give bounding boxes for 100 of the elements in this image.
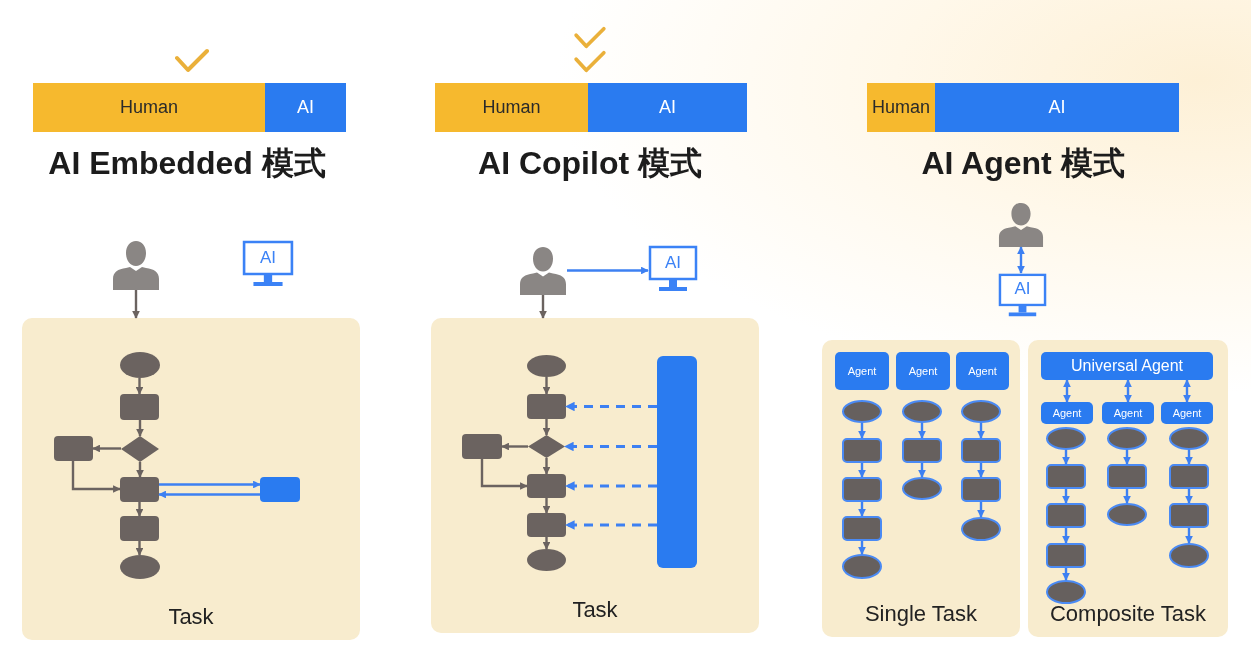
process-box xyxy=(961,477,1001,502)
task-panel xyxy=(1028,340,1228,637)
process-box xyxy=(1046,543,1086,568)
share-bar-segment: AI xyxy=(588,83,747,132)
panel-caption: Task xyxy=(167,604,215,630)
person-icon xyxy=(519,246,567,295)
terminal-ellipse xyxy=(120,352,160,378)
arrow xyxy=(1123,450,1131,465)
decision-diamond xyxy=(121,436,159,462)
arrow xyxy=(567,266,649,275)
panel-caption: Composite Task xyxy=(1048,601,1208,627)
arrow xyxy=(132,290,140,319)
arrow xyxy=(977,502,985,518)
arrow xyxy=(858,463,866,478)
arrow xyxy=(918,463,926,478)
process-box xyxy=(1046,503,1086,528)
process-box xyxy=(961,438,1001,463)
dashed-arrow xyxy=(565,481,657,491)
process-box xyxy=(527,474,566,498)
arrow xyxy=(1185,528,1193,544)
arrow xyxy=(480,459,528,490)
share-bar-segment: AI xyxy=(265,83,346,132)
arrow xyxy=(542,498,551,514)
person-icon xyxy=(112,240,160,290)
mode-title: AI Embedded 模式 xyxy=(48,144,326,183)
process-box xyxy=(842,477,882,502)
process-box xyxy=(120,516,159,541)
arrow xyxy=(159,480,261,489)
arrow xyxy=(542,537,551,550)
process-box xyxy=(1046,464,1086,489)
share-bar-segment: AI xyxy=(935,83,1179,132)
terminal-ellipse xyxy=(1169,543,1209,568)
arrow xyxy=(92,444,121,453)
agent-box: Agent xyxy=(1102,402,1154,424)
dashed-arrow xyxy=(565,520,657,530)
process-box xyxy=(842,516,882,541)
decision-diamond xyxy=(528,435,565,458)
terminal-ellipse xyxy=(1169,427,1209,450)
process-box xyxy=(54,436,93,461)
arrow xyxy=(158,490,260,499)
agent-box: Agent xyxy=(1161,402,1213,424)
terminal-ellipse xyxy=(1107,427,1147,450)
arrow xyxy=(1123,489,1131,504)
process-box xyxy=(260,477,300,502)
arrow xyxy=(858,502,866,517)
process-box xyxy=(1107,464,1147,489)
terminal-ellipse xyxy=(842,554,882,579)
agent-box: Agent xyxy=(1041,402,1093,424)
process-box xyxy=(120,394,159,420)
dashed-arrow xyxy=(565,401,657,412)
terminal-ellipse xyxy=(842,400,882,423)
arrow xyxy=(977,423,985,439)
terminal-ellipse xyxy=(527,549,566,571)
arrow xyxy=(1185,450,1193,465)
terminal-ellipse xyxy=(527,355,566,377)
arrow xyxy=(542,377,551,395)
arrow xyxy=(136,420,144,437)
agent-box: Agent xyxy=(835,352,889,390)
arrow xyxy=(1063,379,1071,403)
arrow xyxy=(1062,450,1070,465)
arrow xyxy=(542,458,551,475)
process-box xyxy=(1169,464,1209,489)
process-box xyxy=(527,394,566,419)
arrow xyxy=(858,423,866,439)
panel-caption: Task xyxy=(571,597,619,623)
mode-title: AI Agent 模式 xyxy=(921,144,1125,183)
process-box xyxy=(462,434,502,459)
agent-box: Agent xyxy=(896,352,950,390)
arrow xyxy=(918,423,926,439)
arrow xyxy=(136,462,144,478)
task-panel xyxy=(22,318,360,640)
process-box xyxy=(902,438,942,463)
arrow xyxy=(539,295,547,319)
process-box xyxy=(842,438,882,463)
arrow xyxy=(1017,246,1025,274)
arrow xyxy=(1062,489,1070,504)
share-bar-segment: Human xyxy=(435,83,588,132)
arrow xyxy=(135,541,144,556)
share-bar-segment: Human xyxy=(867,83,935,132)
dashed-arrow xyxy=(564,441,657,452)
share-bar-segment: Human xyxy=(33,83,265,132)
arrow xyxy=(71,461,121,493)
arrow xyxy=(1124,379,1132,403)
terminal-ellipse xyxy=(1046,580,1086,604)
terminal-ellipse xyxy=(961,400,1001,423)
agent-box: Universal Agent xyxy=(1041,352,1213,380)
process-box xyxy=(1169,503,1209,528)
agent-box: Agent xyxy=(956,352,1009,390)
process-box xyxy=(120,477,159,502)
arrow xyxy=(1062,568,1070,581)
arrow xyxy=(977,463,985,478)
process-box xyxy=(527,513,566,537)
terminal-ellipse xyxy=(902,400,942,423)
terminal-ellipse xyxy=(1107,503,1147,526)
person-icon xyxy=(998,202,1044,247)
arrow xyxy=(135,378,144,395)
mode-title: AI Copilot 模式 xyxy=(478,144,702,183)
terminal-ellipse xyxy=(1046,427,1086,450)
arrow xyxy=(1183,379,1191,403)
terminal-ellipse xyxy=(120,555,160,579)
